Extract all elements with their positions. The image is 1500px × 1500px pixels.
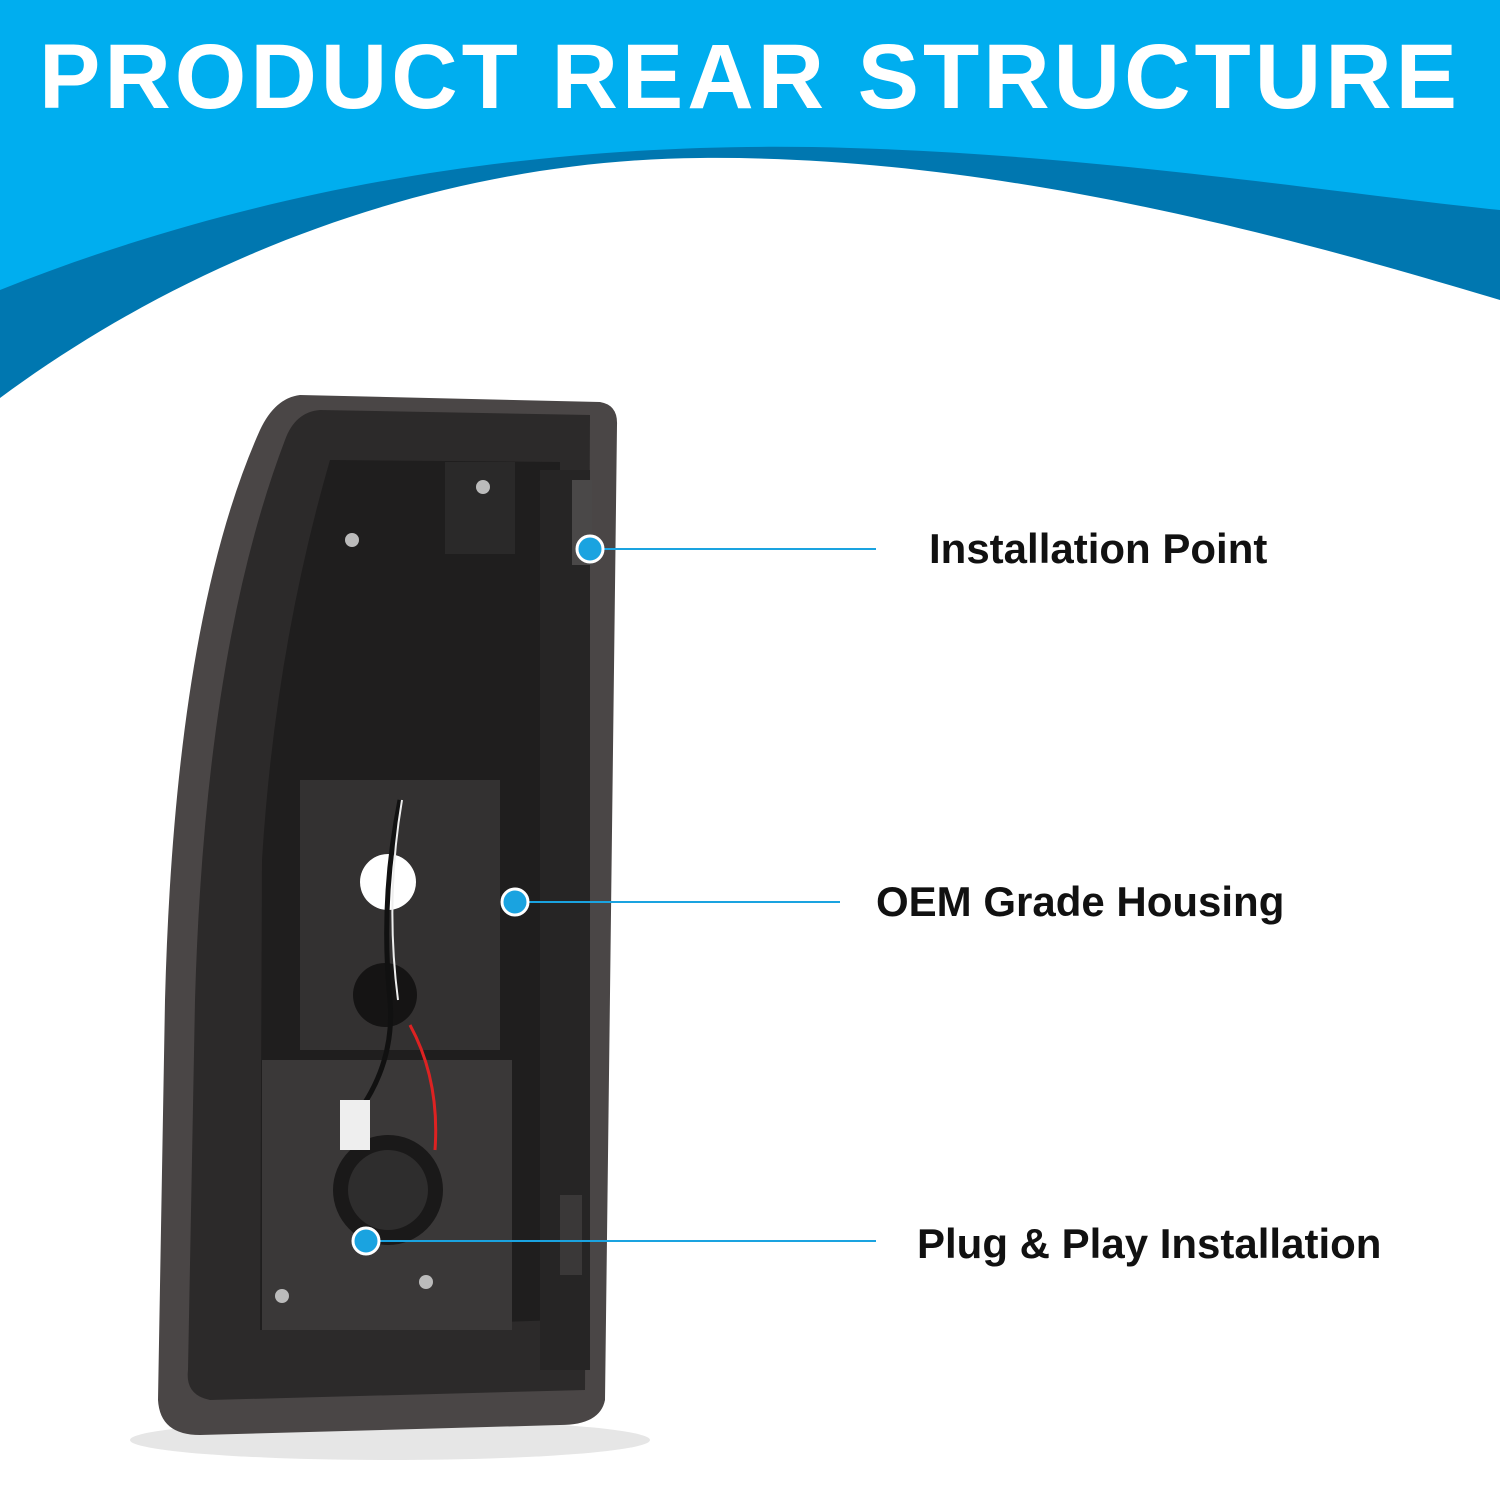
callout-label-oem-housing: OEM Grade Housing xyxy=(876,878,1285,925)
callout-dot xyxy=(575,534,605,564)
callout-plug-play xyxy=(351,1226,876,1256)
callout-label-plug-play: Plug & Play Installation xyxy=(917,1220,1382,1267)
callout-installation-point xyxy=(575,534,876,564)
callout-label-installation-point: Installation Point xyxy=(929,525,1268,572)
callout-oem-housing xyxy=(500,887,840,917)
callout-dot xyxy=(500,887,530,917)
page-title: PRODUCT REAR STRUCTURE xyxy=(39,26,1461,128)
tail-light-product-image xyxy=(130,395,650,1460)
callout-dot xyxy=(351,1226,381,1256)
